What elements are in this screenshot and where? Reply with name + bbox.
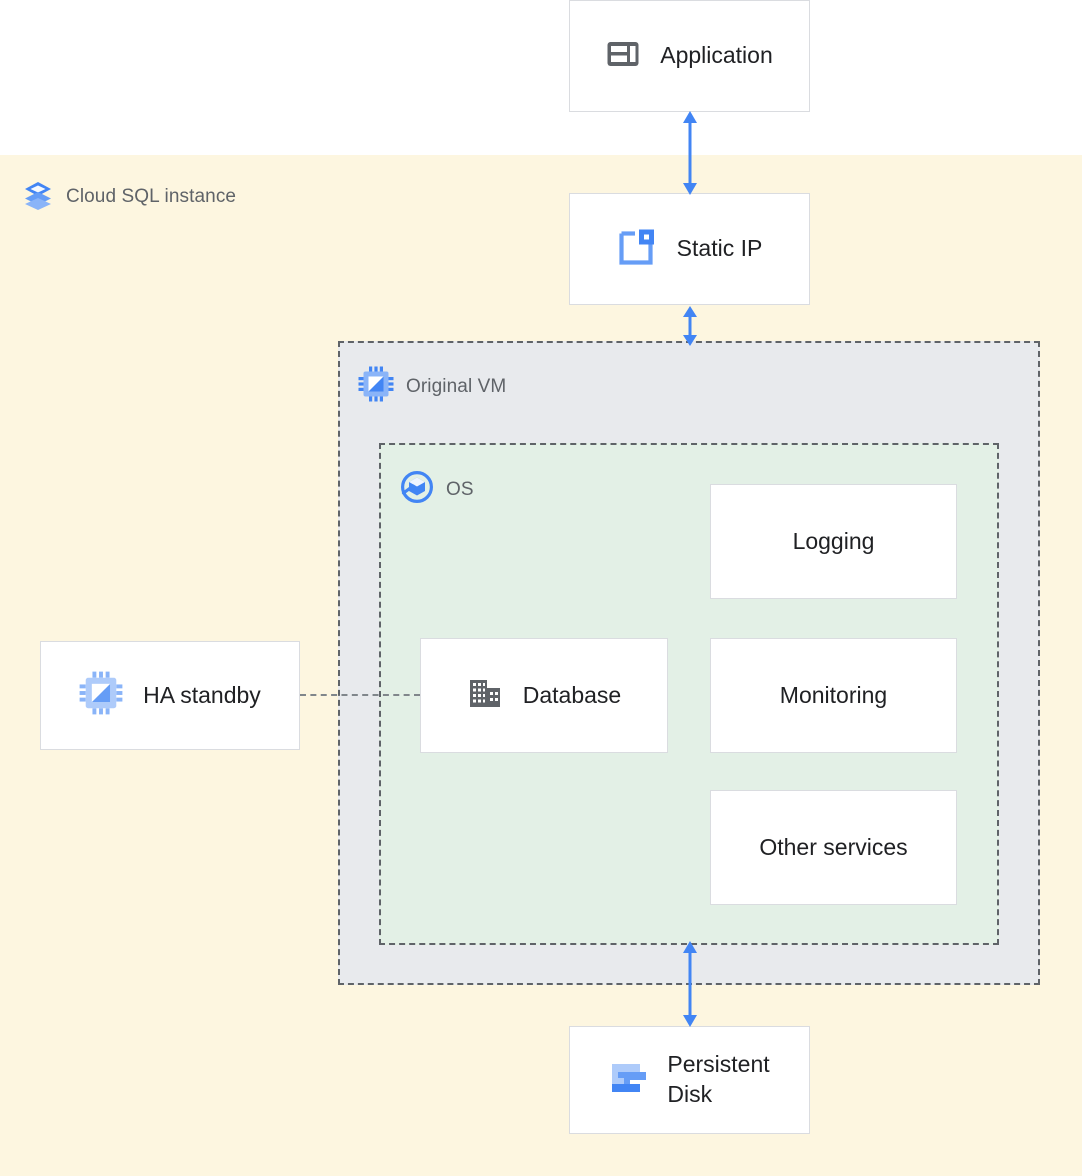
node-other-services[interactable]: Other services	[710, 790, 957, 905]
application-layout-icon	[606, 37, 640, 76]
node-database[interactable]: Database	[420, 638, 668, 753]
cloud-sql-instance-label: Cloud SQL instance	[66, 185, 237, 207]
cpu-chip-icon	[79, 671, 123, 720]
connector-application-to-static-ip	[683, 111, 697, 195]
node-persistent-disk[interactable]: Persistent Disk	[569, 1026, 810, 1134]
node-monitoring[interactable]: Monitoring	[710, 638, 957, 753]
node-database-label: Database	[522, 681, 622, 708]
node-ha-standby[interactable]: HA standby	[40, 641, 300, 750]
node-application-label: Application	[660, 42, 773, 69]
os-header: OS	[400, 470, 474, 509]
static-ip-icon	[617, 227, 657, 272]
node-application[interactable]: Application	[569, 0, 810, 112]
connector-original-vm-to-persistent-disk	[683, 941, 697, 1027]
node-monitoring-label: Monitoring	[779, 681, 888, 708]
os-label: OS	[446, 478, 474, 500]
os-container-icon	[400, 470, 434, 509]
node-ha-standby-label: HA standby	[143, 681, 261, 708]
original-vm-label: Original VM	[406, 375, 507, 397]
node-logging-label: Logging	[792, 527, 875, 554]
node-static-ip-label: Static IP	[676, 235, 763, 262]
node-static-ip[interactable]: Static IP	[569, 193, 810, 305]
node-persistent-disk-label: Persistent Disk	[667, 1051, 770, 1107]
node-logging[interactable]: Logging	[710, 484, 957, 599]
persistent-disk-icon	[609, 1058, 649, 1103]
original-vm-header: Original VM	[358, 366, 506, 407]
cpu-chip-icon	[358, 366, 394, 407]
database-building-icon	[467, 675, 503, 716]
node-other-services-label: Other services	[759, 833, 908, 860]
cloud-sql-instance-header: Cloud SQL instance	[22, 178, 236, 215]
connector-ha-standby-to-database	[300, 694, 420, 696]
cloud-sql-icon	[22, 178, 54, 215]
connector-static-ip-to-original-vm	[683, 306, 697, 346]
